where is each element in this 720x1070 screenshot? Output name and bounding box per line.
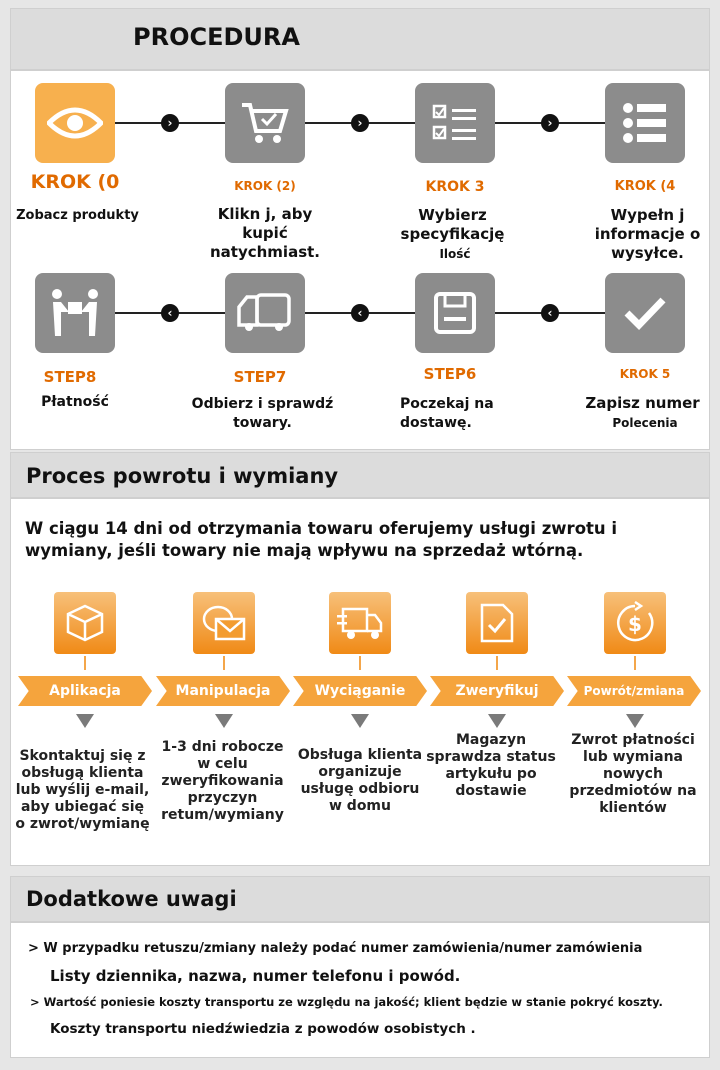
return-step-description: 1-3 dni robocze w celu zweryfikowania pr… [161,739,284,823]
notes-title: Dodatkowe uwagi [26,887,237,911]
connector-line [223,656,225,670]
step-description: Wybierz specyfikację [400,206,505,243]
note-line: Koszty transportu niedźwiedzia z powodów… [50,1021,476,1037]
arrow-down-icon [626,714,644,728]
procedure-header: PROCEDURA [10,8,710,70]
step-description: Poczekaj na dostawę. [400,396,494,431]
arrow-right-icon: › [161,114,179,132]
arrow-right-icon: › [351,114,369,132]
truck-icon [329,592,391,654]
step-description: Klikn j, aby kupić natychmiast. [209,205,320,261]
truck-icon [225,273,305,353]
note-line: > W przypadku retuszu/zmiany należy poda… [28,941,643,956]
step-label: KROK (4 [614,179,676,194]
procedure-panel [10,70,710,450]
svg-text:$: $ [628,612,642,636]
return-step-description: Magazyn sprawdza status artykułu po dost… [426,732,556,799]
return-step-label: Powrót/zmiana [567,676,701,706]
cart-icon [225,83,305,163]
step-description: Zapisz numer [585,394,700,412]
step-label: STEP6 [423,365,477,383]
save-disk-icon [415,273,495,353]
return-step-label: Manipulacja [156,676,290,706]
return-step-label: Wyciąganie [293,676,427,706]
note-line: > Wartość poniesie koszty transportu ze … [30,995,663,1009]
return-step-description: Zwrot płatności lub wymiana nowych przed… [569,732,697,816]
step-description: Odbierz i sprawdź towary. [191,396,334,431]
arrow-down-icon [76,714,94,728]
return-step-description: Skontaktuj się z obsługą klienta lub wyś… [15,748,150,832]
arrow-left-icon: ‹ [351,304,369,322]
return-step-label: Zweryfikuj [430,676,564,706]
arrow-down-icon [215,714,233,728]
step-label: STEP8 [43,368,97,386]
connector-line [634,656,636,670]
arrow-left-icon: ‹ [161,304,179,322]
arrow-left-icon: ‹ [541,304,559,322]
refund-icon: $ [604,592,666,654]
arrow-right-icon: › [541,114,559,132]
arrow-down-icon [351,714,369,728]
box-icon [54,592,116,654]
step-label: KROK 5 [619,367,671,381]
step-description: Wypełn j informacje o wysyłce. [594,206,701,262]
step-description: Płatność [41,394,109,410]
step-label: KROK (0 [30,171,120,193]
return-step-label: Aplikacja [18,676,152,706]
arrow-down-icon [488,714,506,728]
connector-line [84,656,86,670]
connector-line [496,656,498,670]
list-icon [605,83,685,163]
handover-icon [35,273,115,353]
step-sub: Polecenia [612,416,678,430]
returns-intro: W ciągu 14 dni od otrzymania towaru ofer… [25,519,618,560]
returns-header: Proces powrotu i wymiany [10,452,710,498]
step-label: KROK (2) [234,179,296,193]
step-label: STEP7 [233,368,287,386]
mail-icon [193,592,255,654]
checklist-icon [415,83,495,163]
returns-title: Proces powrotu i wymiany [26,464,339,488]
step-description: Zobacz produkty [16,208,139,223]
step-label: KROK 3 [425,179,485,195]
checkmark-icon [605,273,685,353]
procedure-title: PROCEDURA [133,23,300,51]
document-check-icon [466,592,528,654]
notes-panel [10,922,710,1058]
eye-icon [35,83,115,163]
notes-header: Dodatkowe uwagi [10,876,710,922]
connector-line [359,656,361,670]
note-line: Listy dziennika, nazwa, numer telefonu i… [50,967,461,985]
return-step-description: Obsługa klienta organizuje usługę odbior… [297,747,423,814]
step-sub: Ilość [439,247,471,261]
